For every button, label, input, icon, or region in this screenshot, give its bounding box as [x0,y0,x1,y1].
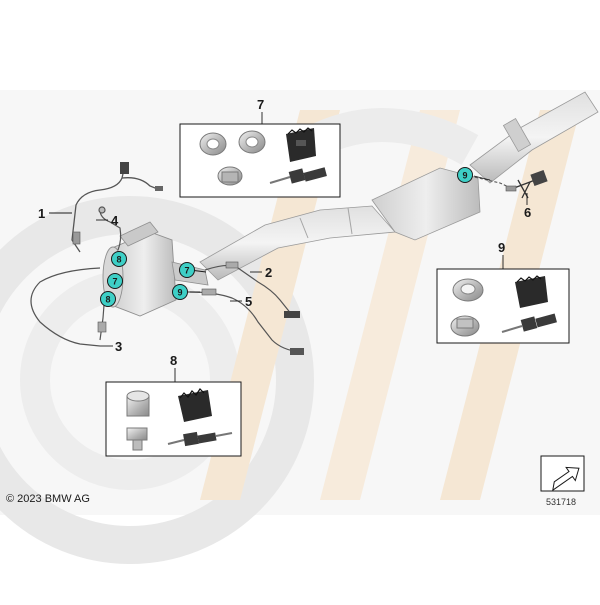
callout-numbers: 1 2 3 4 5 6 7 8 9 [38,97,531,368]
hole-saw [515,275,548,308]
plug-screw [450,315,480,337]
plug-screw [126,427,148,451]
sensor-wire-2 [204,261,300,318]
svg-text:9: 9 [462,171,467,181]
badge-9-catalyst: 9 [457,167,473,183]
hole-saw [286,127,316,162]
temperature-sensor [167,431,233,447]
copyright-text: © 2023 BMW AG [6,493,90,505]
temperature-sensor [501,313,557,333]
sensor-wire-1 [71,162,163,253]
svg-text:9: 9 [177,288,182,298]
diagram-number: 531718 [546,497,577,507]
hole-saw [178,388,212,422]
callout-4: 4 [111,213,119,228]
svg-text:8: 8 [105,295,110,305]
badge-8-bottom: 8 [100,291,116,307]
callout-2: 2 [265,265,272,280]
threaded-bushing [452,278,484,302]
callout-9: 9 [498,240,505,255]
sensor-6 [469,169,548,199]
threaded-bushing [126,390,150,417]
sensor-wire-5 [189,288,304,355]
kit-box-9 [436,268,570,344]
callout-1: 1 [38,206,45,221]
leader-lines [49,112,528,382]
reference-badges: 8 7 8 7 9 9 [100,167,473,307]
exhaust-pipe-assembly [199,91,599,281]
badge-7-left: 7 [107,273,123,289]
callout-5: 5 [245,294,252,309]
callout-6: 6 [524,205,531,220]
callout-7: 7 [257,97,264,112]
svg-text:8: 8 [116,255,121,265]
callout-3: 3 [115,339,122,354]
sensor-wire-4 [98,206,122,251]
threaded-bushing-2 [238,130,266,154]
badge-7-pipe: 7 [179,262,195,278]
svg-text:7: 7 [112,277,117,287]
threaded-bushing [199,132,227,156]
sensor-wire-3 [30,267,107,347]
badge-8-top: 8 [111,251,127,267]
kit-box-8 [105,381,242,457]
callout-8: 8 [170,353,177,368]
svg-text:7: 7 [184,266,189,276]
badge-9-pipe: 9 [172,284,188,300]
temperature-sensor [269,167,327,184]
next-page-icon[interactable] [540,455,585,494]
plug-screw [217,166,243,186]
kit-box-7 [179,123,341,198]
